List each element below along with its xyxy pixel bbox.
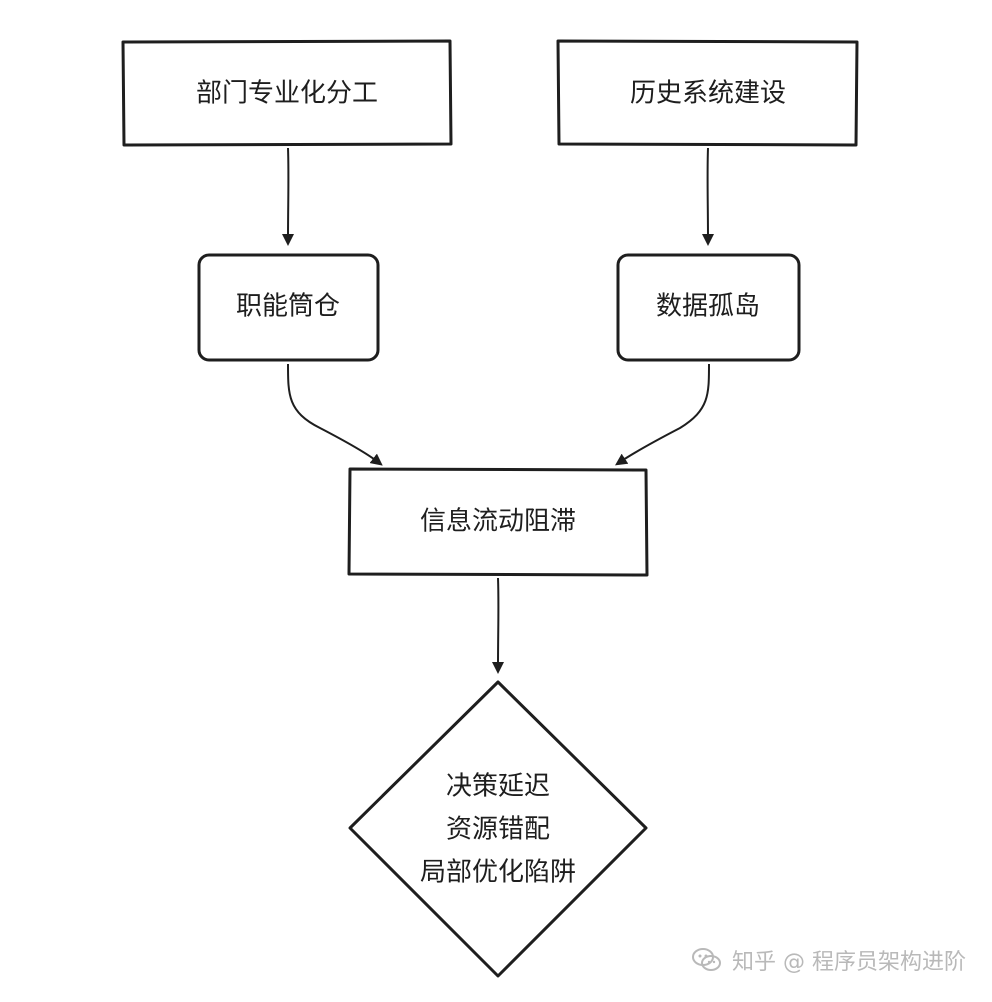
- node-outcomes-line-2: 资源错配: [446, 815, 550, 845]
- node-outcomes-line-3: 局部优化陷阱: [420, 858, 576, 888]
- wechat-logo-icon: [692, 948, 721, 971]
- node-functional-silos-label: 职能筒仓: [236, 292, 340, 322]
- node-data-islands: 数据孤岛: [616, 253, 801, 362]
- node-outcomes-line-1: 决策延迟: [446, 772, 550, 802]
- node-dept-specialization: 部门专业化分工: [121, 39, 453, 147]
- node-data-islands-box: [616, 253, 801, 362]
- node-dept-specialization-box: [121, 39, 453, 147]
- watermark: 知乎 @ 程序员架构进阶: [690, 940, 966, 980]
- arrow-islands-to-infoflow: [615, 363, 710, 466]
- arrow-silos-to-infoflow: [287, 363, 383, 466]
- node-dept-specialization-label: 部门专业化分工: [196, 79, 378, 109]
- node-legacy-systems: 历史系统建设: [556, 39, 859, 147]
- node-functional-silos: 职能筒仓: [197, 253, 380, 362]
- node-functional-silos-box: [197, 253, 380, 362]
- node-outcomes: 决策延迟 资源错配 局部优化陷阱: [348, 680, 648, 978]
- node-legacy-systems-box: [556, 39, 859, 147]
- node-outcomes-diamond: [348, 680, 648, 978]
- node-legacy-systems-label: 历史系统建设: [630, 79, 786, 109]
- watermark-text: 知乎 @ 程序员架构进阶: [732, 950, 966, 975]
- node-info-flow-blocked-label: 信息流动阻滞: [420, 507, 576, 537]
- node-info-flow-blocked-box: [347, 467, 649, 577]
- node-data-islands-label: 数据孤岛: [656, 292, 760, 322]
- node-info-flow-blocked: 信息流动阻滞: [347, 467, 649, 577]
